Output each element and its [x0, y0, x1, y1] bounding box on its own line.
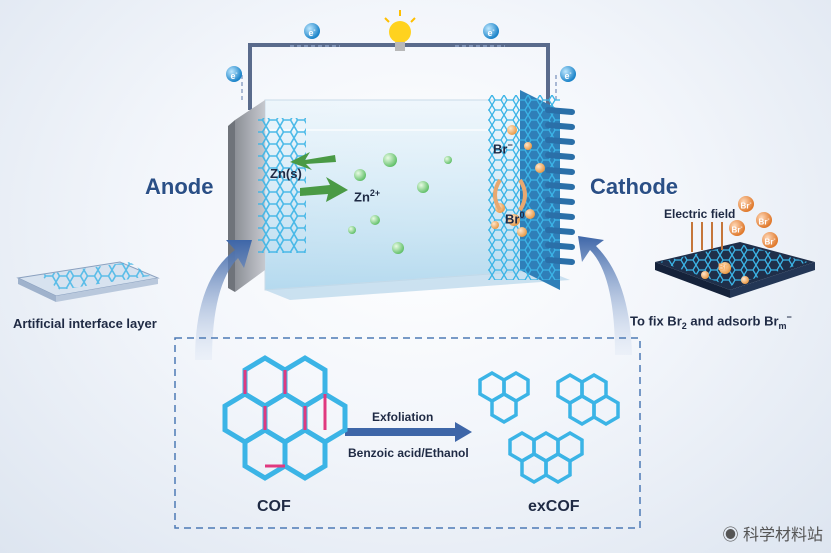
electron-icon: e-: [226, 66, 242, 82]
bromide-icon: Br-: [729, 220, 745, 236]
electron-icon: e-: [483, 23, 499, 39]
br-small-label: Br: [718, 262, 729, 272]
bulb-icon: [384, 10, 416, 51]
watermark: ◉ 科学材料站: [722, 527, 823, 544]
cof-structure: [222, 355, 348, 481]
artificial-layer-illustration: [16, 261, 160, 302]
bromine-species: [491, 125, 545, 237]
bromide-icon: Br-: [762, 232, 778, 248]
excof-label: exCOF: [528, 498, 580, 515]
exfoliation-label: Exfoliation: [372, 410, 434, 424]
bromine-zero-label: Br0: [505, 210, 525, 227]
anode-label: Anode: [145, 174, 214, 199]
cathode-surface-illustration: [655, 222, 815, 298]
watermark-logo-icon: ◉: [722, 527, 743, 544]
cathode-label: Cathode: [590, 174, 678, 199]
exfoliation-panel: [174, 337, 641, 529]
excof-fragments: [478, 370, 620, 485]
electron-icon: e-: [560, 66, 576, 82]
bromide-icon: Br-: [738, 196, 754, 212]
artificial-interface-label: Artificial interface layer: [13, 316, 157, 331]
bromide-label: Br−: [493, 140, 513, 157]
fix-bromine-label: To fix Br2 and adsorb Brm−: [630, 312, 792, 331]
zn-reaction-arrows: [290, 152, 348, 202]
reagent-label: Benzoic acid/Ethanol: [348, 446, 469, 460]
zn-solid-label: Zn(s): [270, 166, 302, 181]
electron-icon: e-: [304, 23, 320, 39]
bromide-icon: Br-: [756, 212, 772, 228]
process-arrows: [195, 236, 632, 442]
cathode-electrode: [488, 90, 575, 290]
electric-field-label: Electric field: [664, 207, 736, 221]
cof-label: COF: [257, 498, 291, 515]
zn-ion-bubbles: [348, 153, 452, 254]
zn-ion-label: Zn2+: [354, 188, 381, 205]
